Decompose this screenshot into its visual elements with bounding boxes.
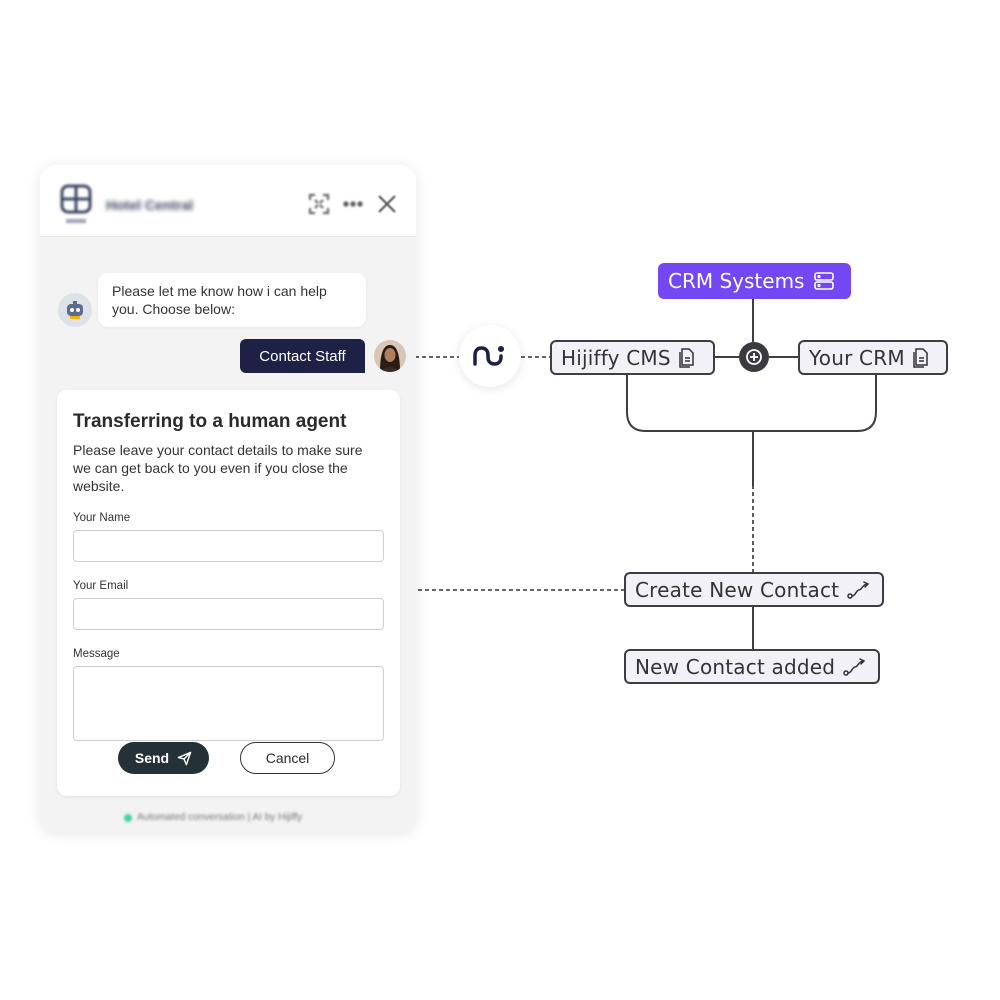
message-field[interactable] <box>73 666 384 741</box>
server-icon <box>814 272 835 290</box>
name-label: Your Name <box>73 512 131 524</box>
widget-footer: Automated conversation | AI by Hijiffy <box>124 812 302 823</box>
bot-avatar-icon <box>58 293 92 327</box>
online-status-icon <box>124 813 132 822</box>
staff-avatar <box>374 340 406 372</box>
route-icon <box>843 657 866 676</box>
widget-title: Hotel Central <box>106 197 194 213</box>
your-crm-label: Your CRM <box>809 345 905 370</box>
hijiffy-cms-node: Hijiffy CMS <box>550 340 715 375</box>
message-label: Message <box>73 648 120 660</box>
document-icon <box>913 347 928 368</box>
send-button[interactable]: Send <box>118 742 209 774</box>
crm-systems-label: CRM Systems <box>668 269 805 293</box>
contact-added-label: New Contact added <box>635 654 836 679</box>
email-label: Your Email <box>73 580 129 592</box>
email-field[interactable] <box>73 598 384 630</box>
widget-header: Hotel Central <box>40 165 416 237</box>
create-contact-label: Create New Contact <box>635 577 840 602</box>
document-icon <box>679 347 694 368</box>
hijiffy-hub-icon <box>459 325 521 387</box>
bot-message: Please let me know how i can help you. C… <box>98 273 366 327</box>
logo-icon <box>58 183 94 227</box>
send-icon <box>177 751 192 765</box>
cancel-button[interactable]: Cancel <box>240 742 335 774</box>
form-description: Please leave your contact details to mak… <box>73 442 363 494</box>
your-crm-node: Your CRM <box>798 340 948 375</box>
more-icon[interactable] <box>342 193 364 215</box>
close-icon[interactable] <box>376 193 398 215</box>
expand-icon[interactable] <box>308 193 330 215</box>
form-title: Transferring to a human agent <box>73 411 347 432</box>
send-label: Send <box>134 750 170 766</box>
hijiffy-cms-label: Hijiffy CMS <box>561 345 671 370</box>
route-icon <box>847 580 870 599</box>
create-contact-node: Create New Contact <box>624 572 884 607</box>
contact-staff-button[interactable]: Contact Staff <box>240 339 365 373</box>
footer-text: Automated conversation | AI by Hijiffy <box>137 812 303 823</box>
name-field[interactable] <box>73 530 384 562</box>
plus-icon <box>739 342 769 372</box>
contact-added-node: New Contact added <box>624 649 880 684</box>
crm-systems-node: CRM Systems <box>658 263 851 299</box>
